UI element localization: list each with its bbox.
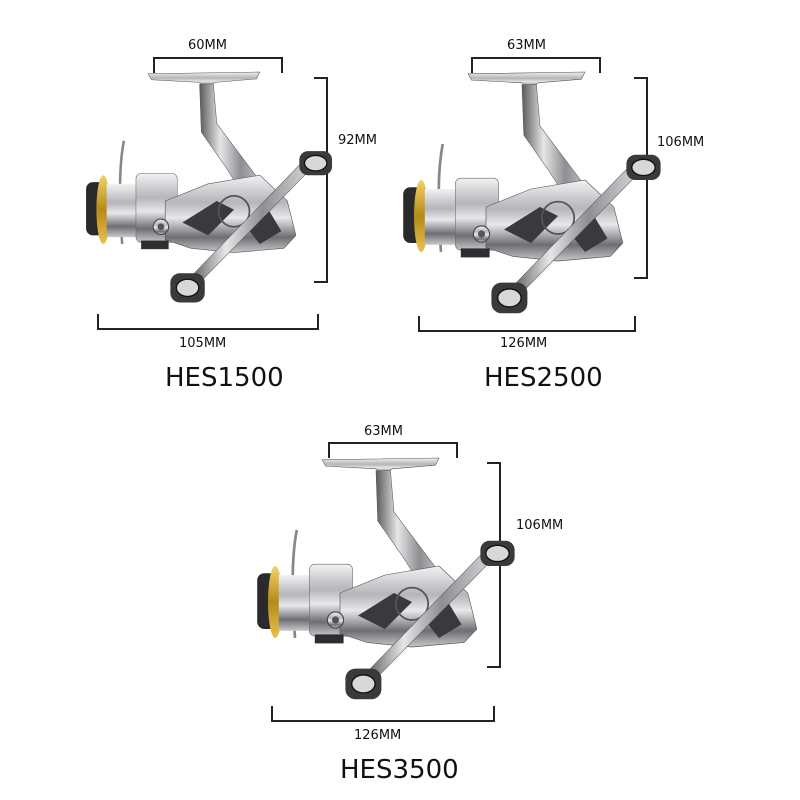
handle-width-label: 60MM [188, 38, 227, 53]
handle-width-bracket [328, 442, 458, 458]
model-name: HES1500 [165, 363, 284, 393]
height-label: 106MM [657, 135, 705, 150]
length-bracket [97, 314, 319, 330]
length-bracket [271, 706, 495, 722]
height-label: 92MM [338, 133, 377, 148]
handle-width-bracket [153, 57, 283, 73]
reel-hes3500: 63MM 106MM 126MM HES3500 [0, 0, 563, 785]
length-label: 126MM [354, 728, 402, 743]
handle-width-label: 63MM [507, 38, 546, 53]
handle-width-label: 63MM [364, 424, 403, 439]
length-label: 126MM [500, 336, 548, 351]
length-label: 105MM [179, 336, 227, 351]
model-name: HES3500 [340, 755, 459, 785]
handle-width-bracket [471, 57, 601, 73]
height-label: 106MM [516, 518, 564, 533]
reel-hes2500: 63MM 106MM 126MM HES2500 [0, 0, 704, 400]
height-bracket [314, 77, 328, 283]
reel-image [255, 456, 516, 701]
reel-hes1500: 60MM 92MM 105MM HES1500 [0, 0, 377, 400]
length-bracket [418, 316, 636, 332]
model-name: HES2500 [484, 363, 603, 393]
